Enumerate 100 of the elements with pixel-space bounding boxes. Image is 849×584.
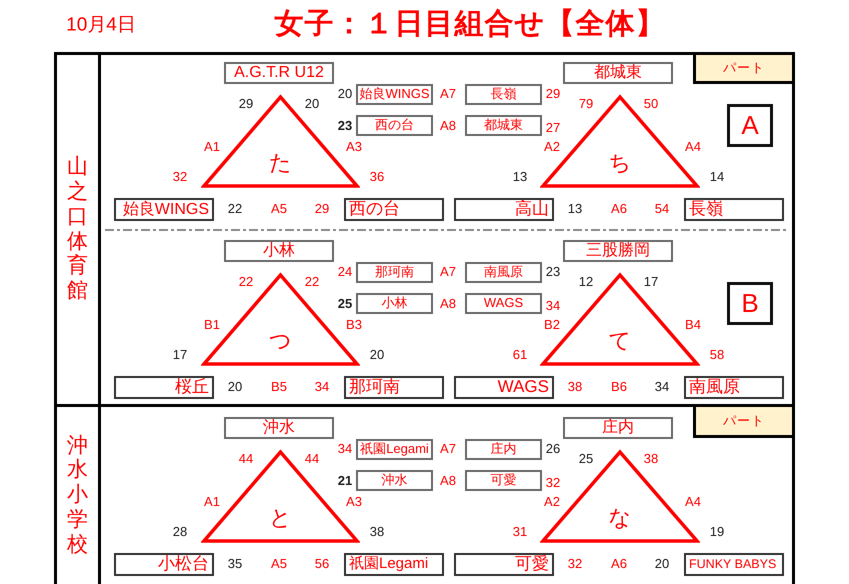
score: 34 [654, 380, 670, 394]
score: 23 [546, 264, 560, 280]
pool-letter: A [741, 111, 759, 140]
score: 20 [228, 380, 242, 394]
team-name: WAGS [498, 378, 549, 397]
score: 17 [172, 348, 188, 362]
team-box [684, 198, 784, 221]
score: 25 [338, 296, 352, 312]
team-box [454, 376, 554, 399]
team-name: 西の台 [375, 118, 414, 133]
match-code: A7 [440, 442, 456, 456]
score: 19 [710, 524, 724, 540]
team-box [563, 240, 673, 262]
team-name: 可愛 [515, 555, 549, 574]
match-code: A8 [440, 296, 456, 312]
score: 34 [314, 380, 330, 394]
score: 20 [370, 348, 384, 362]
match-code: A1 [204, 140, 220, 154]
score: 20 [654, 556, 670, 572]
score: 14 [710, 170, 724, 184]
team-box [563, 62, 673, 84]
team-box [344, 376, 444, 399]
team-box [344, 553, 444, 576]
score: 79 [578, 96, 594, 112]
group-name: つ [269, 328, 292, 354]
team-name: 三股勝岡 [586, 242, 650, 260]
match-code: B5 [271, 380, 287, 394]
team-name: 那珂南 [375, 265, 414, 280]
score: 29 [314, 202, 330, 216]
team-name: 桜丘 [175, 378, 209, 397]
pool-letter-box [727, 104, 773, 147]
match-code: A8 [440, 118, 456, 134]
match-code: B2 [544, 318, 560, 332]
team-name: 庄内 [490, 442, 516, 457]
team-name: 祇園Legami [349, 556, 428, 573]
match-code: A5 [271, 202, 287, 216]
match-code: A7 [440, 86, 456, 102]
team-box [465, 439, 542, 460]
group-name: て [608, 328, 632, 354]
team-box [454, 553, 554, 576]
score: 56 [314, 556, 330, 572]
team-name: 西の台 [349, 200, 400, 219]
team-name: 高山 [515, 200, 549, 219]
match-code: A6 [611, 556, 627, 572]
team-box [114, 376, 214, 399]
team-box [224, 240, 334, 262]
score: 38 [644, 452, 658, 466]
team-box [684, 553, 784, 576]
team-box [356, 262, 433, 283]
match-code: A1 [204, 494, 220, 510]
team-box [356, 439, 433, 460]
team-name: 長嶺 [490, 87, 516, 102]
score: 20 [304, 96, 320, 112]
pool-letter: B [741, 289, 759, 318]
match-code: B1 [204, 318, 220, 332]
score: 20 [338, 86, 352, 102]
team-box [344, 198, 444, 221]
score: 22 [228, 202, 242, 216]
score: 27 [546, 120, 560, 136]
venue-name: 沖水小学校 [67, 434, 88, 558]
team-box [224, 62, 334, 84]
score: 44 [238, 452, 254, 466]
score: 31 [512, 524, 528, 540]
score: 13 [568, 202, 582, 216]
team-name: 小林 [382, 296, 408, 311]
team-name: 始良WINGS [359, 87, 430, 102]
score: 35 [228, 556, 242, 572]
score: 28 [172, 524, 188, 540]
team-name: 那珂南 [349, 378, 400, 397]
team-name: 沖水 [263, 419, 295, 437]
score: 50 [644, 96, 658, 112]
team-name: 祇園Legami [360, 442, 429, 457]
team-name: 都城東 [594, 64, 642, 82]
match-code: A5 [271, 556, 287, 572]
team-name: WAGS [484, 296, 524, 311]
team-name: FUNKY BABYS [689, 558, 776, 572]
team-name: 南風原 [484, 265, 523, 280]
team-box [224, 417, 334, 439]
group-name: と [269, 506, 292, 530]
score: 32 [172, 170, 188, 184]
venue-name: 山之口体育館 [67, 155, 88, 304]
score: 38 [568, 380, 582, 394]
score: 22 [304, 274, 320, 290]
group-name: ち [608, 150, 632, 176]
team-box [454, 198, 554, 221]
team-box [563, 417, 673, 439]
team-box [114, 198, 214, 221]
match-code: A8 [440, 474, 456, 488]
pool-letter-box [727, 282, 773, 325]
score: 17 [644, 274, 658, 290]
team-name: A.G.T.R U12 [234, 64, 324, 82]
bracket-panel [98, 52, 795, 407]
team-name: 都城東 [484, 118, 523, 133]
score: 36 [370, 170, 384, 184]
score: 29 [238, 96, 254, 112]
team-box [356, 115, 433, 136]
score: 13 [512, 170, 528, 184]
match-code: A7 [440, 264, 456, 280]
score: 25 [578, 452, 594, 466]
group-name: な [608, 506, 632, 530]
